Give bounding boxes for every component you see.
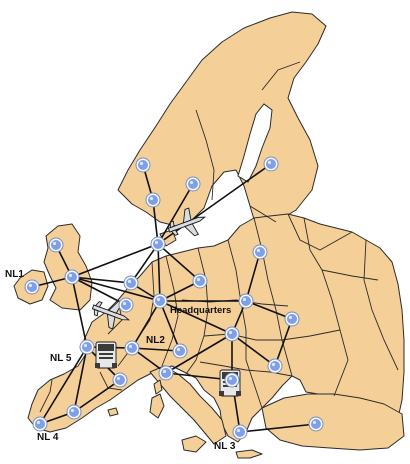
sicily [181, 435, 207, 453]
network-node-icon [224, 372, 240, 388]
great-britain [43, 223, 93, 311]
network-node-icon [308, 416, 324, 432]
italy [149, 365, 227, 445]
network-nodes [24, 156, 324, 440]
network-node-icon [123, 275, 139, 291]
label-nl3: NL 3 [214, 441, 236, 452]
network-node-icon [185, 176, 201, 192]
network-node-icon [145, 192, 161, 208]
turkey [261, 393, 405, 451]
crete [235, 449, 263, 459]
network-node-icon [32, 416, 48, 432]
network-node-icon [172, 343, 188, 359]
network-node-icon [48, 237, 64, 253]
network-node-icon [252, 244, 268, 260]
truck-icon [95, 341, 117, 369]
network-node-icon [150, 236, 166, 252]
network-node-icon [238, 293, 254, 309]
balearic-islands [107, 407, 119, 417]
network-node-icon [192, 273, 208, 289]
sardinia [149, 393, 165, 419]
network-node-icon [224, 326, 240, 342]
network-node-icon [79, 339, 95, 355]
corsica [153, 379, 163, 395]
network-node-icon [263, 156, 279, 172]
network-node-icon [158, 365, 174, 381]
network-node-icon [66, 404, 82, 420]
network-node-icon [135, 157, 151, 173]
label-nl5: NL 5 [50, 353, 72, 364]
network-node-icon [24, 279, 40, 295]
gulf-of-bothnia [237, 103, 273, 183]
map-labels: NL1 Headquarters NL2 NL 5 NL 4 NL 3 [5, 269, 236, 452]
scandinavia [117, 11, 327, 227]
network-node-icon [118, 297, 134, 313]
network-node-icon [267, 358, 283, 374]
network-node-icon [112, 372, 128, 388]
label-nl1: NL1 [5, 269, 24, 280]
label-headquarters: Headquarters [170, 305, 231, 316]
network-node-icon [152, 293, 168, 309]
label-nl4: NL 4 [37, 432, 59, 443]
land-masses [13, 11, 405, 459]
network-node-icon [232, 424, 248, 440]
network-node-icon [284, 311, 300, 327]
network-node-icon [124, 340, 140, 356]
airplane-icon [167, 207, 207, 237]
label-nl2: NL2 [146, 335, 165, 346]
network-node-icon [64, 269, 80, 285]
